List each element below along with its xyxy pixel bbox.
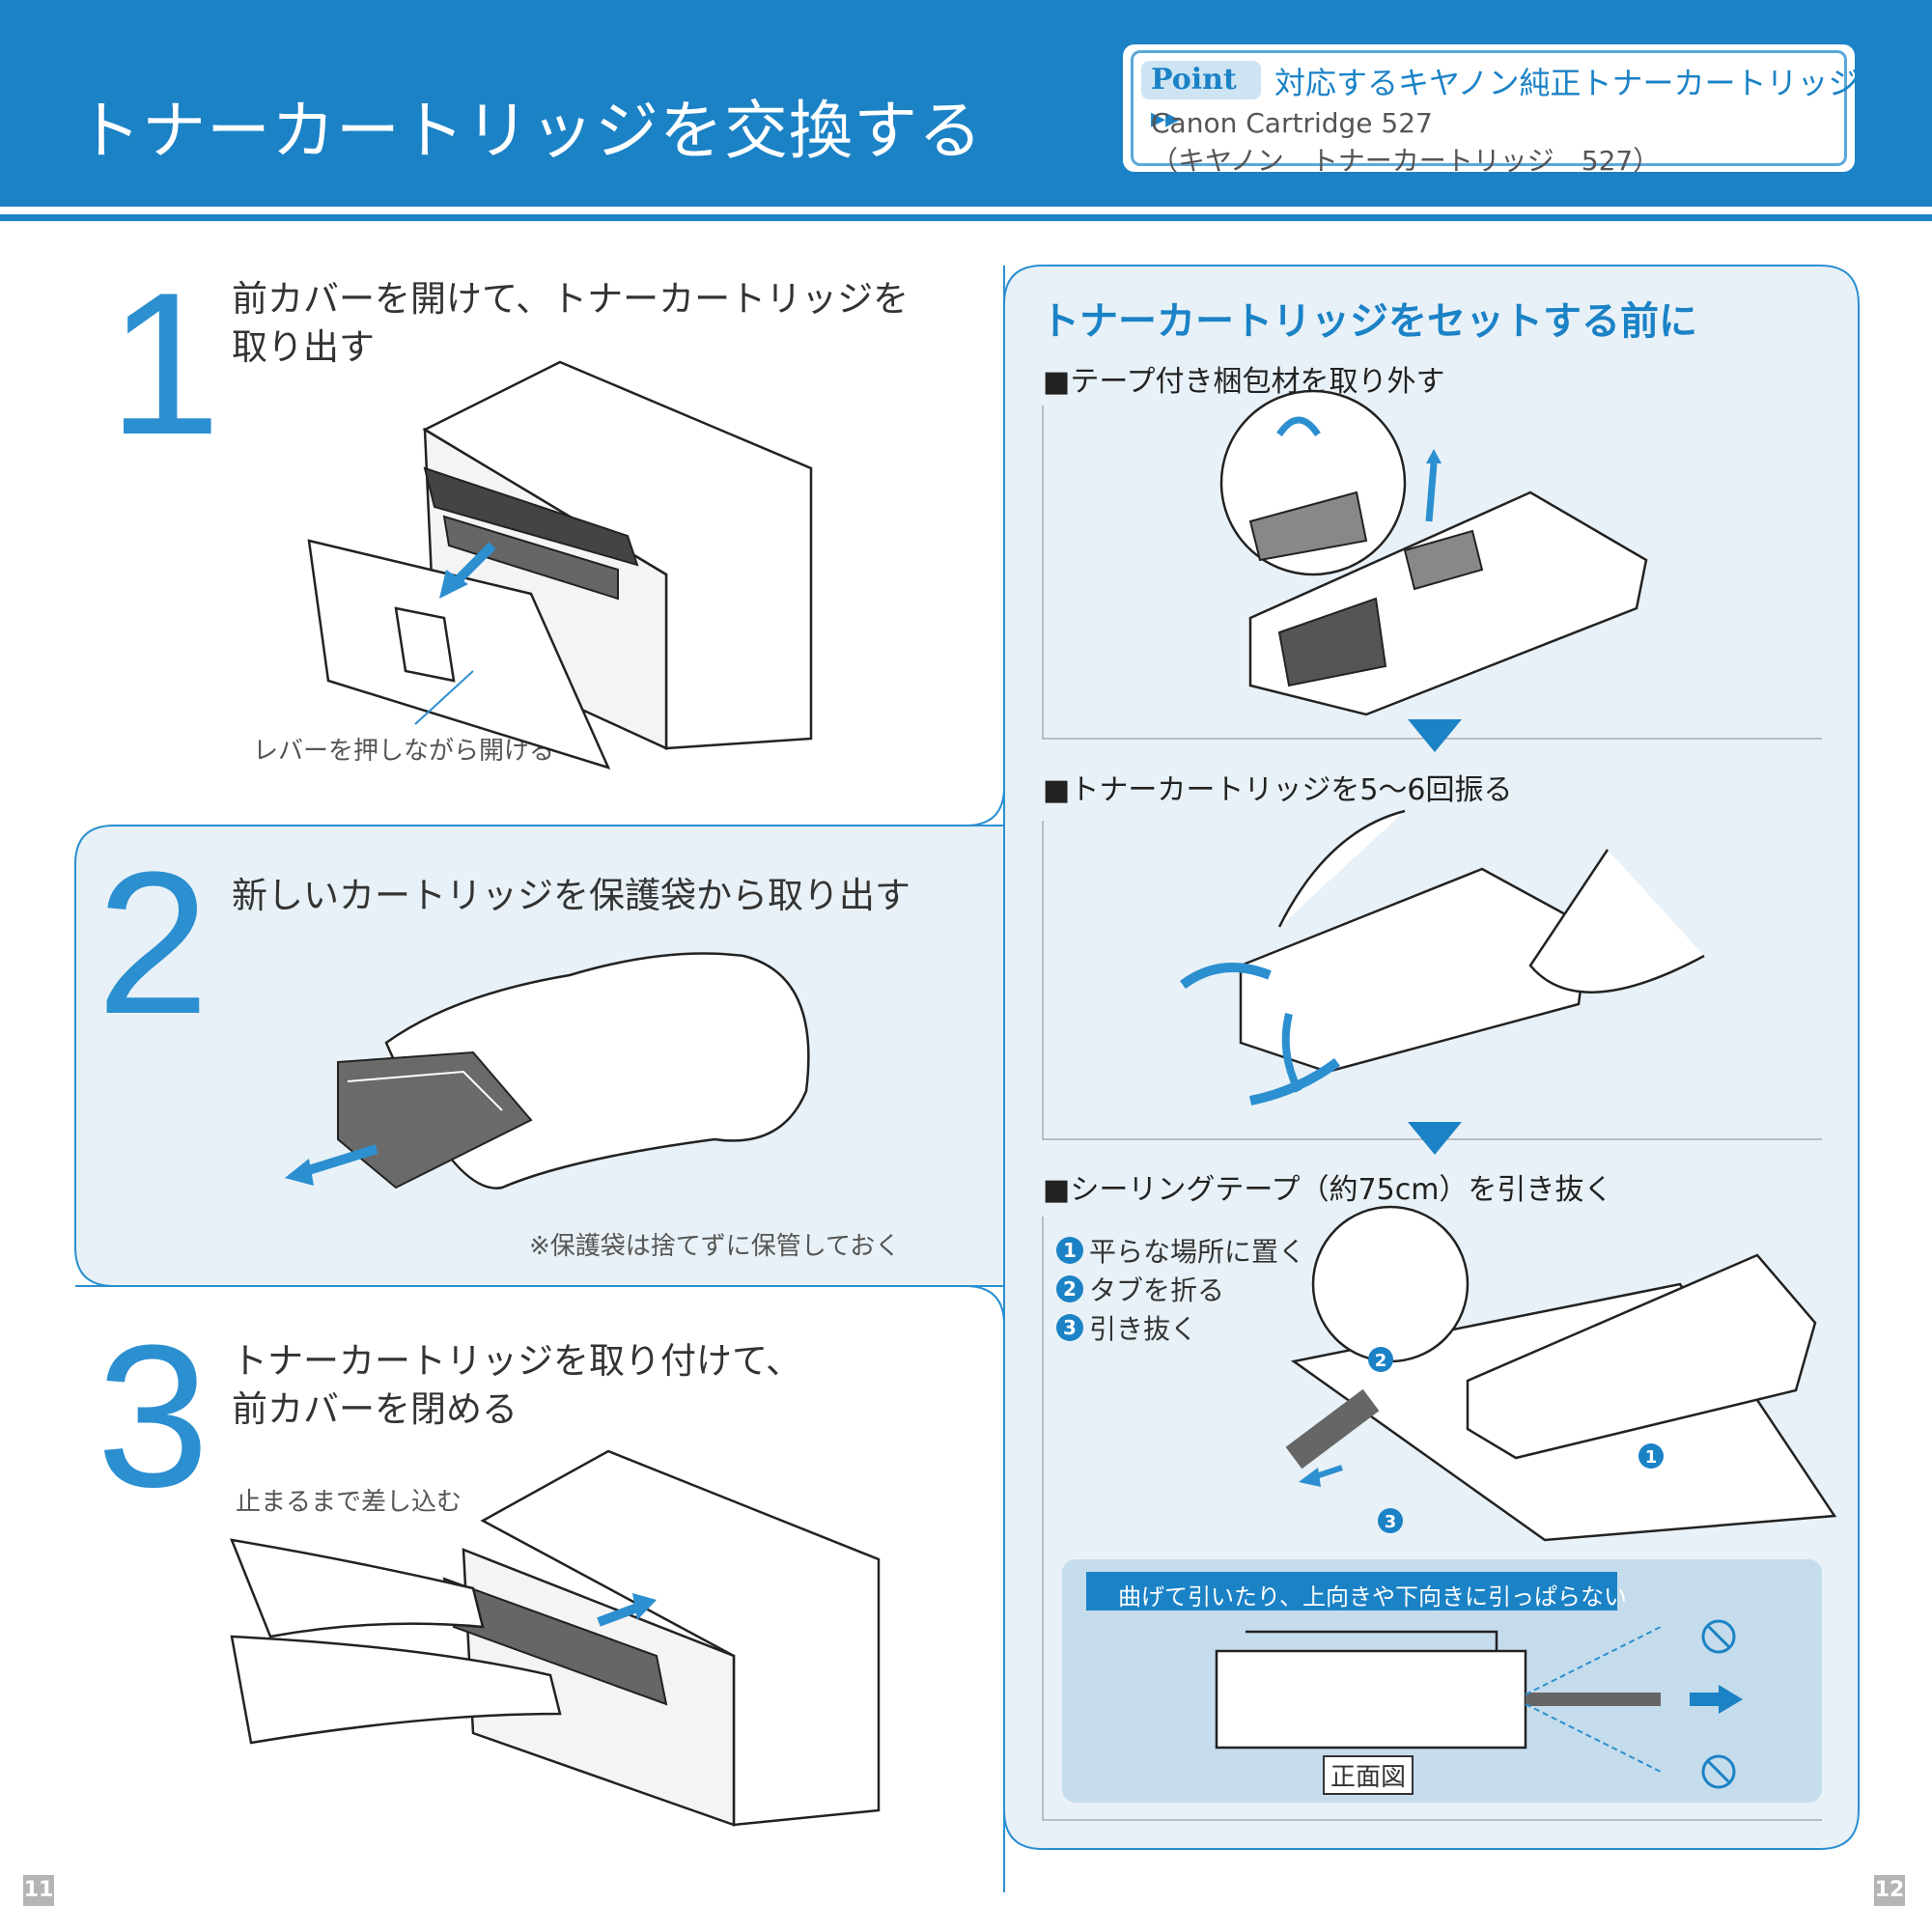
- printer-open-illustration: [307, 360, 813, 770]
- down-arrow-2: [1408, 1122, 1462, 1155]
- cartridge-bag-illustration: [285, 952, 810, 1190]
- front-view-illustration: [1215, 1619, 1743, 1789]
- step-3-note: 止まるまで差し込む: [236, 1488, 462, 1517]
- point-box: Point ▸▸ 対応するキヤノン純正トナーカートリッジ Canon Cartr…: [1123, 44, 1859, 177]
- step-1-note: レバーを押しながら開ける: [253, 737, 555, 766]
- cartridge-tape-illustration: [1219, 389, 1648, 716]
- step-1-text-line2: 取り出す: [232, 326, 375, 368]
- side-dividers: [1042, 406, 1822, 1821]
- step-2-note: ※保護袋は捨てずに保管しておく: [529, 1232, 901, 1261]
- step-2-number: 2: [97, 829, 210, 1056]
- seal-pull-illustration: 2 1 3: [1285, 1205, 1837, 1542]
- step-1-number: 1: [108, 250, 221, 477]
- shake-cartridge-illustration: [1180, 809, 1705, 1106]
- side-sub1: ■テープ付き梱包材を取り外す: [1043, 365, 1445, 399]
- cartridge-name-ja: （キヤノン トナーカートリッジ 527）: [1151, 145, 1661, 177]
- step-1-text-line1: 前カバーを開けて、トナーカートリッジを: [232, 278, 910, 320]
- callout-3: 3: [1385, 1512, 1397, 1532]
- point-heading: 対応するキヤノン純正トナーカートリッジ: [1274, 65, 1860, 101]
- step-3-text-line2: 前カバーを閉める: [232, 1388, 518, 1430]
- step-3-text-line1: トナーカートリッジを取り付けて、: [232, 1340, 802, 1382]
- point-label: Point ▸▸: [1141, 61, 1261, 135]
- step-3-number: 3: [97, 1302, 210, 1529]
- front-view-label: 正面図: [1323, 1755, 1414, 1795]
- step-2-text: 新しいカートリッジを保護袋から取り出す: [232, 875, 910, 916]
- page-title: トナーカートリッジを交換する: [77, 94, 983, 168]
- side-title: トナーカートリッジをセットする前に: [1041, 299, 1697, 344]
- page-number-left: 11: [23, 1875, 54, 1906]
- callout-2: 2: [1375, 1351, 1387, 1371]
- warning-text: 曲げて引いたり、上向きや下向きに引っぱらない: [1118, 1583, 1628, 1610]
- warning-label-bg: [1086, 1572, 1617, 1610]
- cartridge-name: Canon Cartridge 527: [1151, 107, 1433, 139]
- side-sub2: ■トナーカートリッジを5〜6回振る: [1043, 773, 1513, 807]
- header-rule: [0, 214, 1932, 221]
- down-arrow-1: [1408, 719, 1462, 752]
- page-number-right: 12: [1874, 1875, 1905, 1906]
- side-sub3: ■シーリングテープ（約75cm）を引き抜く: [1043, 1173, 1613, 1207]
- printer-insert-illustration: [230, 1449, 881, 1827]
- callout-1: 1: [1645, 1447, 1658, 1468]
